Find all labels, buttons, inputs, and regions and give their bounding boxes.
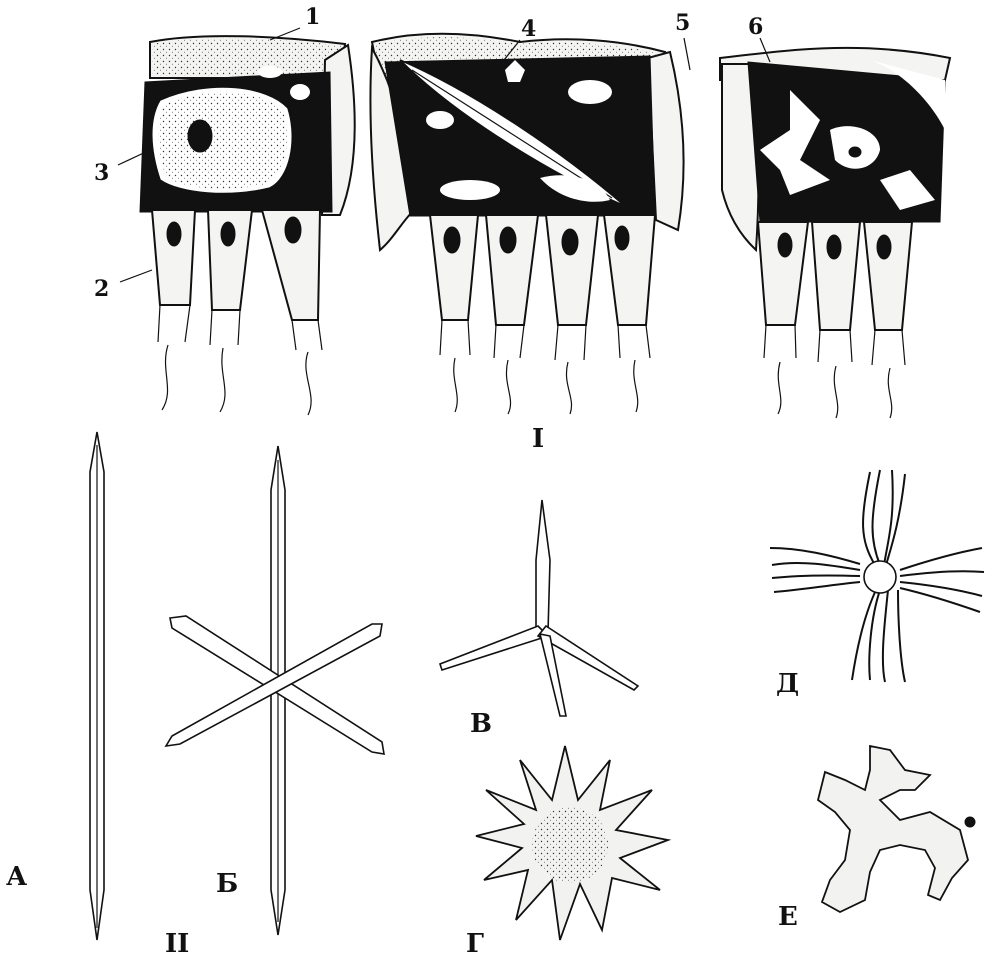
section-label-II: II bbox=[165, 929, 189, 957]
tissue-block-middle bbox=[370, 34, 683, 414]
spicule-monaxon bbox=[90, 432, 104, 940]
spicule-label-d: Д bbox=[776, 669, 799, 699]
spicule-branched-fragment bbox=[818, 746, 975, 912]
spicule-label-v: В bbox=[470, 709, 492, 739]
label-6: 6 bbox=[748, 14, 763, 40]
spicule-label-a: А bbox=[6, 862, 27, 892]
label-1: 1 bbox=[305, 4, 320, 30]
tissue-block-right bbox=[720, 48, 950, 418]
label-3: 3 bbox=[94, 160, 109, 186]
spicule-label-g: Г bbox=[466, 929, 484, 957]
choanocyte-row-left bbox=[152, 210, 322, 415]
spicule-aster bbox=[476, 746, 668, 940]
choanocyte-row-middle bbox=[430, 215, 655, 414]
spicule-label-b: Б bbox=[216, 869, 238, 899]
label-5: 5 bbox=[675, 10, 690, 36]
section-label-I: I bbox=[532, 424, 544, 454]
spicule-label-e: Е bbox=[778, 902, 798, 932]
label-2: 2 bbox=[94, 276, 109, 302]
spicule-hexactine bbox=[166, 446, 384, 935]
spicule-spongin-cross bbox=[770, 470, 984, 682]
tissue-block-left bbox=[140, 36, 355, 415]
label-4: 4 bbox=[521, 16, 536, 42]
spicule-triaxon bbox=[440, 500, 638, 716]
choanocyte-row-right bbox=[758, 222, 912, 418]
